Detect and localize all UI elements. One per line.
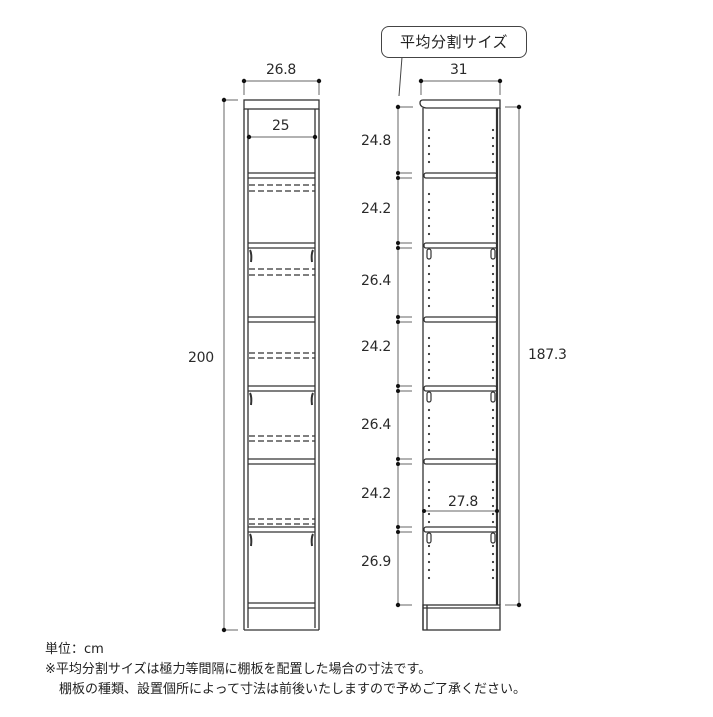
- compartment-height-4: 24.2: [361, 339, 391, 355]
- compartment-height-7: 26.9: [361, 554, 391, 570]
- left-inner-width-label: 25: [272, 118, 290, 134]
- compartment-height-5: 26.4: [361, 417, 391, 433]
- variation-note: 棚板の種類、設置個所によって寸法は前後いたしますので予めご了承ください。: [59, 682, 526, 697]
- unit-note: 単位：cm: [45, 642, 104, 657]
- shelf-pin-holes: [427, 128, 495, 580]
- dimension-endpoint-dots: [221, 78, 522, 633]
- compartment-height-3: 26.4: [361, 273, 391, 289]
- average-size-note: ※平均分割サイズは極力等間隔に棚板を配置した場合の寸法です。: [45, 662, 432, 677]
- dimension-lines: [223, 56, 520, 631]
- right-height-label: 187.3: [528, 347, 567, 363]
- average-division-size-callout: 平均分割サイズ: [381, 26, 527, 58]
- footnotes: 単位：cm ※平均分割サイズは極力等間隔に棚板を配置した場合の寸法です。 棚板の…: [45, 640, 526, 700]
- compartment-height-2: 24.2: [361, 201, 391, 217]
- right-outer-width-label: 31: [450, 62, 468, 78]
- right-shelf-section-view: [419, 99, 501, 631]
- left-outer-width-label: 26.8: [266, 62, 296, 78]
- left-height-label: 200: [188, 350, 214, 366]
- compartment-height-6: 24.2: [361, 486, 391, 502]
- shelf-width-label: 27.8: [448, 494, 478, 510]
- compartment-height-1: 24.8: [361, 133, 391, 149]
- left-shelf-front-view: [243, 99, 320, 631]
